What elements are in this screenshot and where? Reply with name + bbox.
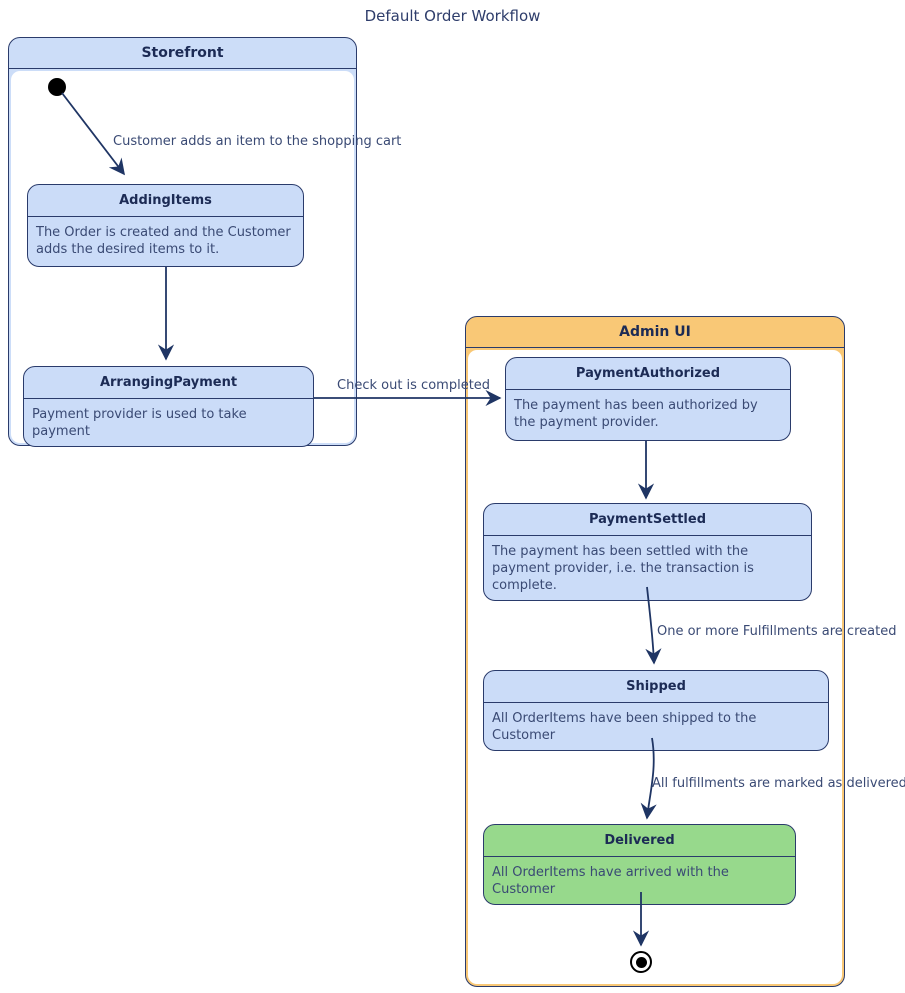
state-payment-settled-description: The payment has been settled with the pa… (492, 544, 754, 593)
final-state-inner-dot (635, 956, 647, 968)
diagram-title: Default Order Workflow (364, 7, 541, 25)
state-shipped-title: Shipped (484, 671, 828, 703)
state-arranging-payment-title: ArrangingPayment (24, 367, 313, 399)
state-arranging-payment-description: Payment provider is used to take payment (32, 407, 247, 439)
state-delivered: Delivered All OrderItems have arrived wi… (483, 824, 796, 905)
state-payment-settled: PaymentSettled The payment has been sett… (483, 503, 812, 601)
container-storefront-header: Storefront (9, 38, 356, 69)
final-state-icon (630, 951, 652, 973)
transition-label-checkout: Check out is completed (337, 378, 491, 393)
state-payment-settled-title: PaymentSettled (484, 504, 811, 536)
state-adding-items-description: The Order is created and the Customer ad… (36, 225, 291, 257)
initial-state-icon (48, 78, 66, 96)
transition-label-marked-delivered: All fulfillments are marked as delivered (652, 776, 905, 791)
state-payment-authorized-description: The payment has been authorized by the p… (514, 398, 758, 430)
transition-label-add-item: Customer adds an item to the shopping ca… (113, 134, 402, 149)
state-payment-authorized-title: PaymentAuthorized (506, 358, 790, 390)
state-adding-items: AddingItems The Order is created and the… (27, 184, 304, 267)
state-payment-authorized: PaymentAuthorized The payment has been a… (505, 357, 791, 441)
container-admin-ui-header: Admin UI (466, 317, 844, 348)
state-arranging-payment: ArrangingPayment Payment provider is use… (23, 366, 314, 447)
state-delivered-title: Delivered (484, 825, 795, 857)
state-delivered-description: All OrderItems have arrived with the Cus… (492, 865, 729, 897)
state-shipped: Shipped All OrderItems have been shipped… (483, 670, 829, 751)
state-shipped-description: All OrderItems have been shipped to the … (492, 711, 757, 743)
state-adding-items-title: AddingItems (28, 185, 303, 217)
transition-label-fulfillments-created: One or more Fulfillments are created (657, 624, 897, 639)
